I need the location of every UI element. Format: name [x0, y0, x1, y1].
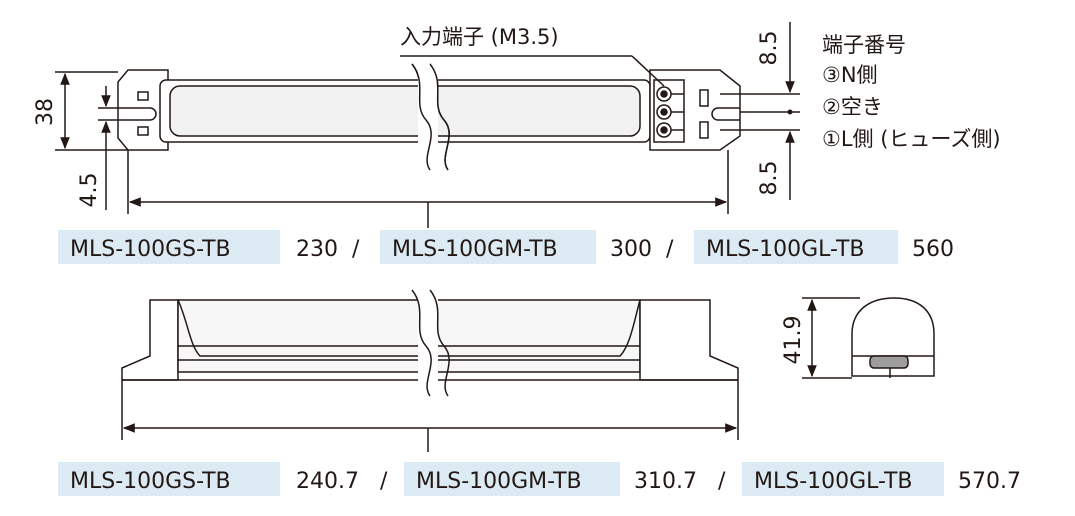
terminal-item-2: ②空き — [822, 95, 883, 119]
side-view — [121, 289, 739, 452]
length-gs: 240.7 — [296, 469, 359, 494]
model-gl: MLS-100GL-TB — [706, 237, 865, 262]
lengths-row-2: MLS-100GS-TB 240.7 / MLS-100GM-TB 310.7 … — [58, 462, 1021, 496]
model-gm: MLS-100GM-TB — [392, 237, 558, 262]
model-gm: MLS-100GM-TB — [416, 469, 582, 494]
side-left-cap — [121, 299, 179, 381]
model-gl: MLS-100GL-TB — [754, 469, 913, 494]
side-right-cap — [639, 299, 739, 381]
length-gl: 570.7 — [958, 469, 1021, 494]
left-mount-flange — [117, 69, 169, 151]
length-gs: 230 — [296, 237, 338, 262]
model-gs: MLS-100GS-TB — [70, 469, 231, 494]
dim-height-419: 41.9 — [781, 316, 806, 365]
terminal-screws — [653, 79, 685, 143]
end-pad — [869, 355, 909, 369]
separator: / — [718, 469, 726, 494]
length-gm: 310.7 — [634, 469, 697, 494]
terminal-number-title: 端子番号 — [822, 33, 906, 57]
top-view — [55, 22, 800, 228]
length-gm: 300 — [610, 237, 652, 262]
terminal-label: 入力端子 (M3.5) — [400, 25, 559, 49]
end-view — [802, 297, 935, 379]
dim-terminal-bottom: 8.5 — [757, 161, 782, 196]
side-body — [177, 299, 641, 373]
dim-height-38: 38 — [33, 98, 58, 126]
lengths-row-1: MLS-100GS-TB 230 / MLS-100GM-TB 300 / ML… — [58, 230, 954, 264]
model-gs: MLS-100GS-TB — [70, 237, 231, 262]
terminal-item-1: ①L側 (ヒューズ側) — [822, 127, 1001, 151]
dim-hole-45: 4.5 — [77, 173, 102, 208]
left-mount-slot — [122, 107, 157, 121]
dim-terminal-top: 8.5 — [757, 31, 782, 66]
separator: / — [666, 237, 674, 262]
separator: / — [380, 469, 388, 494]
separator: / — [352, 237, 360, 262]
terminal-number-legend: 端子番号 ③N側 ②空き ①L側 (ヒューズ側) — [822, 33, 1001, 151]
terminal-item-3: ③N側 — [822, 63, 878, 87]
length-gl: 560 — [912, 237, 954, 262]
